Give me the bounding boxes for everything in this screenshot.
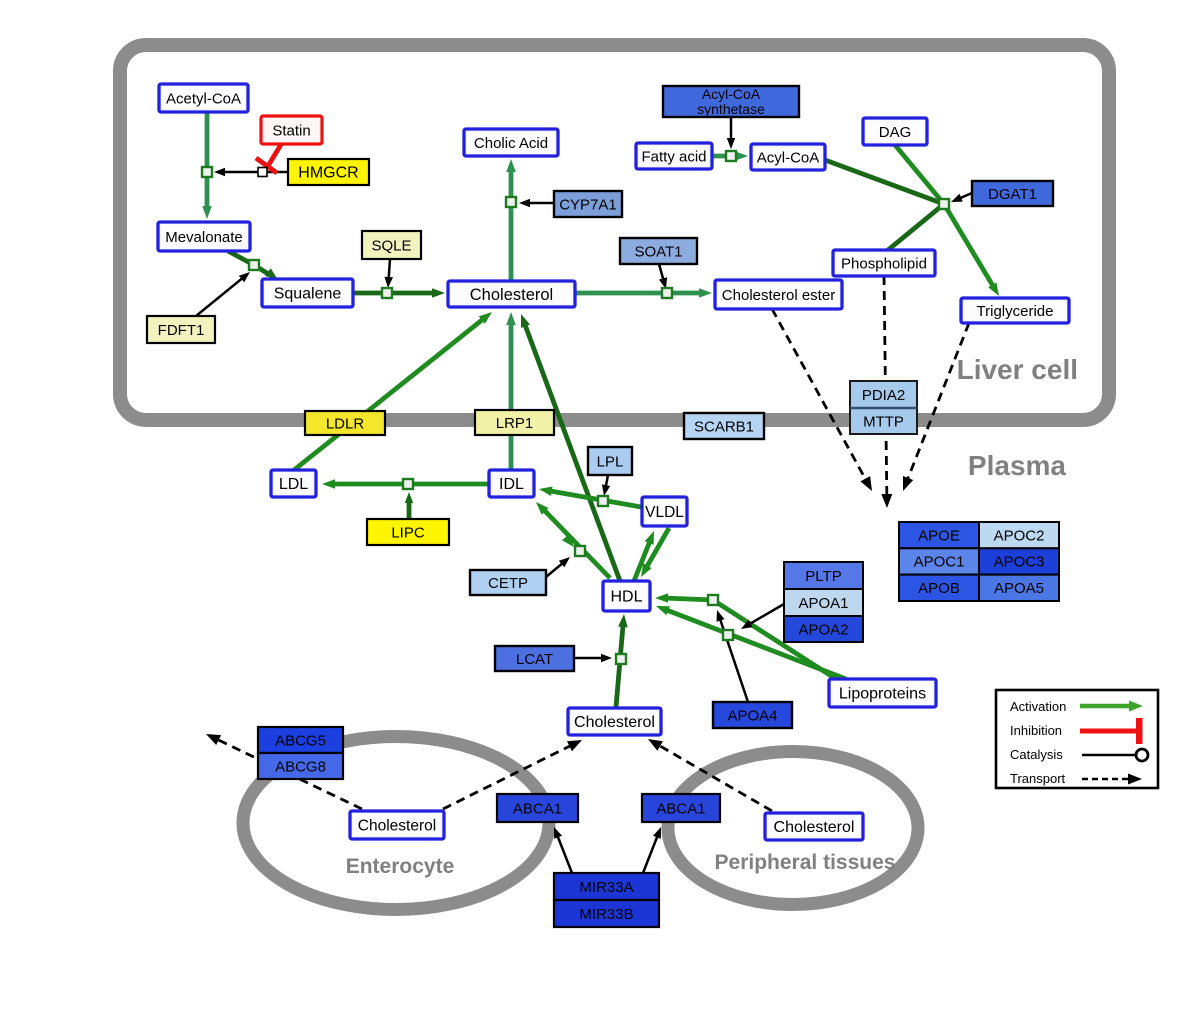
svg-text:HMGCR: HMGCR [298,165,358,182]
svg-text:MIR33B: MIR33B [579,906,633,923]
svg-text:Lipoproteins: Lipoproteins [839,686,926,703]
svg-text:APOC3: APOC3 [994,554,1045,571]
svg-text:LPL: LPL [597,453,624,470]
svg-text:LRP1: LRP1 [496,415,534,432]
svg-text:APOA1: APOA1 [798,595,848,612]
svg-text:APOB: APOB [918,580,960,597]
svg-text:LIPC: LIPC [391,524,425,541]
svg-text:APOC1: APOC1 [914,554,965,571]
svg-text:Mevalonate: Mevalonate [165,229,243,246]
svg-text:Cholesterol: Cholesterol [470,286,553,304]
svg-text:Cholesterol: Cholesterol [574,714,655,731]
svg-text:ABCA1: ABCA1 [656,800,705,817]
svg-text:Liver cell: Liver cell [957,354,1078,385]
svg-text:MTTP: MTTP [863,413,904,430]
svg-text:FDFT1: FDFT1 [158,322,205,339]
svg-text:Cholesterol ester: Cholesterol ester [722,287,835,304]
svg-text:Plasma: Plasma [968,450,1066,481]
svg-text:Acetyl-CoA: Acetyl-CoA [166,90,241,107]
svg-text:VLDL: VLDL [645,504,684,521]
svg-text:SCARB1: SCARB1 [694,418,754,435]
svg-text:APOA5: APOA5 [994,580,1044,597]
svg-text:Transport: Transport [1010,771,1066,786]
svg-text:Activation: Activation [1010,699,1066,714]
svg-text:PLTP: PLTP [805,568,841,585]
svg-text:SQLE: SQLE [371,237,411,254]
svg-text:HDL: HDL [610,589,642,606]
svg-text:Triglyceride: Triglyceride [977,303,1054,320]
svg-text:Peripheral tissues: Peripheral tissues [715,851,896,874]
svg-text:APOA4: APOA4 [727,707,777,724]
svg-text:DAG: DAG [879,124,912,141]
svg-text:Cholesterol: Cholesterol [358,817,436,834]
svg-text:Acyl-CoA: Acyl-CoA [702,86,761,102]
svg-text:Catalysis: Catalysis [1010,747,1063,762]
svg-text:LCAT: LCAT [516,651,553,668]
svg-text:LDLR: LDLR [326,415,365,432]
svg-text:ABCA1: ABCA1 [513,800,562,817]
svg-text:DGAT1: DGAT1 [988,186,1037,203]
svg-text:Squalene: Squalene [274,286,342,303]
svg-text:ABCG5: ABCG5 [275,732,326,749]
svg-text:LDL: LDL [279,476,308,493]
svg-text:CETP: CETP [488,575,528,592]
svg-text:Phospholipid: Phospholipid [841,255,927,272]
svg-text:MIR33A: MIR33A [579,879,633,896]
svg-text:CYP7A1: CYP7A1 [559,196,617,213]
svg-text:Cholic Acid: Cholic Acid [474,135,548,152]
svg-text:IDL: IDL [499,476,524,493]
svg-text:Cholesterol: Cholesterol [774,819,855,836]
svg-text:Acyl-CoA: Acyl-CoA [757,149,820,166]
svg-text:APOA2: APOA2 [798,621,848,638]
svg-text:Fatty acid: Fatty acid [641,148,706,165]
svg-text:APOC2: APOC2 [994,527,1045,544]
svg-text:APOE: APOE [918,527,960,544]
svg-text:ABCG8: ABCG8 [275,758,326,775]
svg-text:Statin: Statin [272,123,310,140]
svg-text:synthetase: synthetase [697,101,765,117]
svg-text:Inhibition: Inhibition [1010,723,1062,738]
svg-text:Enterocyte: Enterocyte [346,855,455,878]
svg-text:PDIA2: PDIA2 [862,387,905,404]
svg-text:SOAT1: SOAT1 [634,243,682,260]
